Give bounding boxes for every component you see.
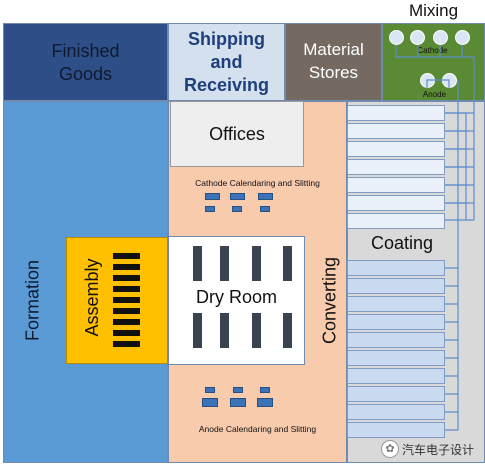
- anode-coater-1: [347, 260, 445, 276]
- anode-calender-machine-1: [205, 387, 215, 393]
- shipping-receiving-area[interactable]: [168, 23, 285, 101]
- dry-room-label: Dry Room: [195, 287, 277, 307]
- cathode-coater-6: [347, 195, 445, 211]
- assembly-line-1: [113, 253, 140, 259]
- assembly-line-2: [113, 264, 140, 270]
- watermark-text: 汽车电子设计: [402, 443, 475, 457]
- finished-goods-label-line1: Finished: [51, 41, 120, 61]
- converting-label: Converting: [319, 256, 340, 345]
- anode-coater-8: [347, 386, 445, 402]
- shipping-label-line2: and: [210, 52, 243, 72]
- anode-coater-5: [347, 332, 445, 348]
- cathode-coater-2: [347, 123, 445, 139]
- dry-room-cell-4: [283, 246, 292, 281]
- cathode-tank-1: [389, 30, 404, 45]
- cathode-coater-1: [347, 105, 445, 121]
- formation-label: Formation: [22, 259, 43, 342]
- anode-mix-label: Anode: [422, 90, 447, 99]
- cathode-coater-5: [347, 177, 445, 193]
- dry-room-cell-6: [220, 313, 229, 348]
- cathode-slitter-3: [260, 206, 270, 212]
- cathode-mix-label: Cathode: [417, 46, 448, 55]
- shipping-label-line1: Shipping: [188, 29, 265, 49]
- dry-room-cell-8: [283, 313, 292, 348]
- anode-calender-machine-3: [260, 387, 270, 393]
- anode-coater-2: [347, 278, 445, 294]
- anode-coater-7: [347, 368, 445, 384]
- dry-room-cell-1: [193, 246, 202, 281]
- anode-coater-9: [347, 404, 445, 420]
- anode-coater-6: [347, 350, 445, 366]
- offices-area[interactable]: [170, 101, 304, 167]
- cathode-tank-3: [433, 30, 448, 45]
- dry-room-area[interactable]: [168, 236, 305, 365]
- dry-room-cell-5: [193, 313, 202, 348]
- dry-room-cell-3: [252, 246, 261, 281]
- finished-goods-label-line2: Goods: [58, 64, 113, 84]
- anode-calendaring-label: Anode Calendaring and Slitting: [198, 424, 317, 434]
- cathode-calender-machine-1: [205, 193, 220, 200]
- material-stores-area[interactable]: [285, 23, 382, 101]
- coating-label: Coating: [370, 233, 434, 253]
- watermark-logo-icon: ✿: [381, 440, 399, 458]
- cathode-coater-3: [347, 141, 445, 157]
- anode-slitter-3: [257, 398, 273, 407]
- anode-slitter-2: [230, 398, 246, 407]
- finished-goods-area[interactable]: [3, 23, 168, 101]
- cathode-calender-machine-2: [230, 193, 245, 200]
- dry-room-cell-7: [252, 313, 261, 348]
- anode-tank-2: [442, 73, 457, 88]
- assembly-line-8: [113, 330, 140, 336]
- anode-coater-4: [347, 314, 445, 330]
- assembly-line-9: [113, 341, 140, 347]
- cathode-coater-7: [347, 213, 445, 229]
- cathode-coater-4: [347, 159, 445, 175]
- anode-tank-1: [420, 73, 435, 88]
- anode-slitter-1: [202, 398, 218, 407]
- cathode-tank-2: [410, 30, 425, 45]
- anode-coater-10: [347, 422, 445, 438]
- shipping-label-line3: Receiving: [183, 75, 270, 95]
- dry-room-cell-2: [220, 246, 229, 281]
- mixing-label: Mixing: [408, 1, 459, 20]
- anode-coater-3: [347, 296, 445, 312]
- assembly-label: Assembly: [82, 258, 102, 337]
- assembly-line-6: [113, 308, 140, 314]
- cathode-slitter-1: [205, 206, 215, 212]
- assembly-line-3: [113, 275, 140, 281]
- cathode-slitter-2: [232, 206, 242, 212]
- assembly-line-7: [113, 319, 140, 325]
- cathode-calender-machine-3: [258, 193, 273, 200]
- offices-label: Offices: [209, 124, 265, 144]
- mixing-header-strip: [382, 0, 485, 24]
- material-stores-label-line1: Material: [303, 40, 364, 59]
- cathode-tank-4: [455, 30, 470, 45]
- material-stores-label-line2: Stores: [308, 63, 359, 82]
- assembly-line-4: [113, 286, 140, 292]
- anode-calender-machine-2: [233, 387, 243, 393]
- cathode-calendaring-label: Cathode Calendaring and Slitting: [195, 178, 320, 188]
- assembly-line-5: [113, 297, 140, 303]
